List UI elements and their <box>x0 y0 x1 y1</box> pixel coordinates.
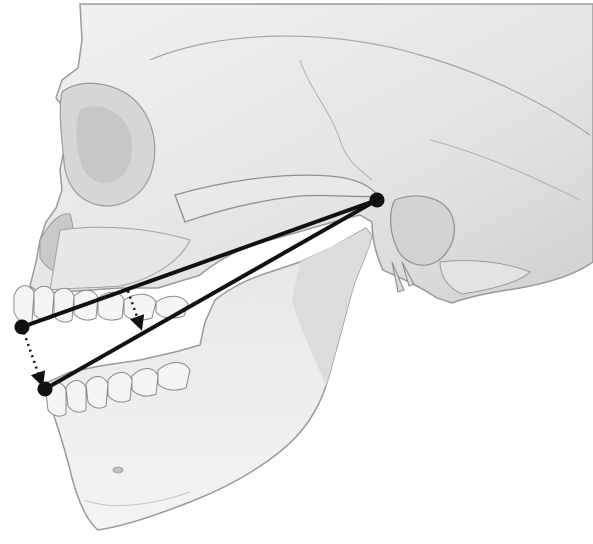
lower-canine <box>86 377 108 409</box>
lower-incisor-point <box>38 382 53 397</box>
upper-incisor-point <box>15 320 30 335</box>
lower-molar-2 <box>158 363 190 391</box>
lower-incisor-2 <box>66 381 86 413</box>
lower-molar <box>132 369 158 397</box>
condyle-pivot-point <box>370 193 385 208</box>
lower-premolar <box>108 373 132 403</box>
mental-foramen <box>113 467 123 473</box>
upper-incisor <box>14 286 34 324</box>
upper-molar <box>124 294 156 320</box>
upper-canine <box>54 288 74 322</box>
